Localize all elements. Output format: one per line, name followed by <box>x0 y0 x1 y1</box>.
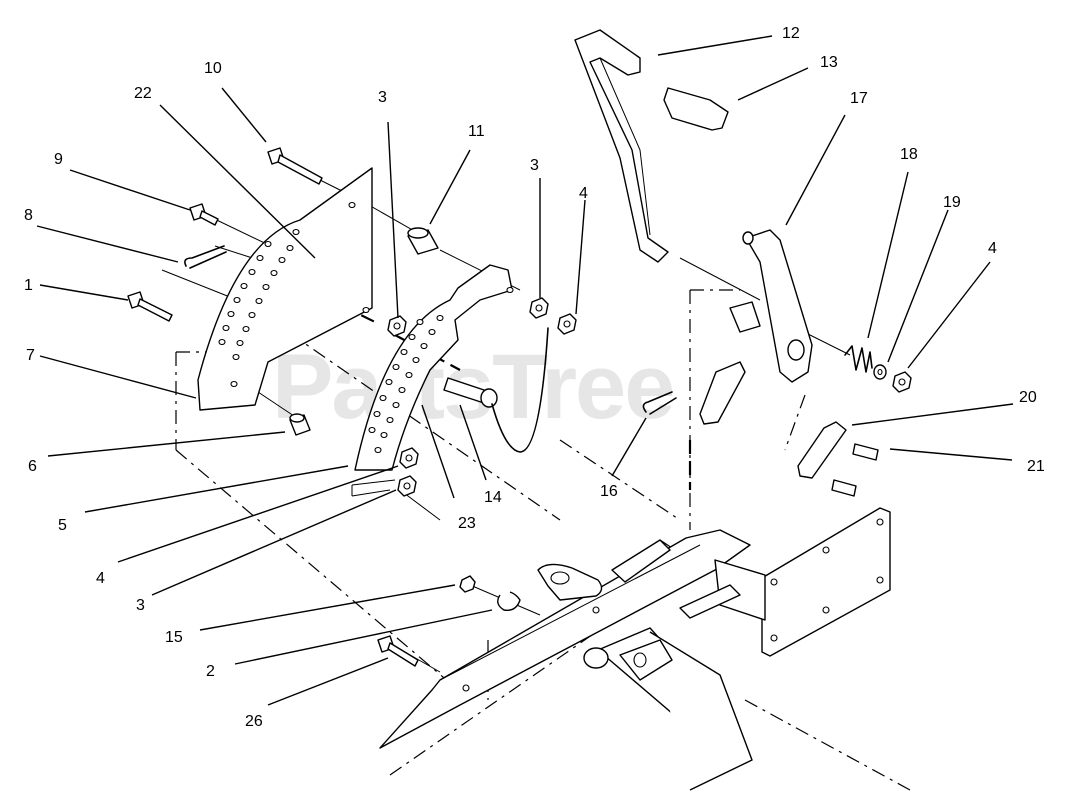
bolt-9 <box>189 203 219 226</box>
pedal-pad-13 <box>663 87 729 131</box>
bolt-21 <box>831 443 879 497</box>
strap-16 <box>642 361 746 425</box>
nut-4-mid <box>557 313 577 335</box>
callout-labels: 1 2 3 3 3 4 4 4 5 6 7 8 9 10 11 12 13 14… <box>24 25 1045 730</box>
callout-23: 23 <box>458 515 476 532</box>
callout-15: 15 <box>165 629 183 646</box>
pin-14 <box>443 327 549 453</box>
callout-22: 22 <box>134 85 152 102</box>
hair-pin-8 <box>184 245 227 269</box>
bolt-10 <box>267 147 323 185</box>
bolt-1 <box>127 291 173 322</box>
quadrant-plate-rear <box>197 167 373 411</box>
spring-18 <box>844 345 873 373</box>
callout-3-lower: 3 <box>136 597 145 614</box>
callout-4-right: 4 <box>988 240 997 257</box>
quadrant-plate-front-holes <box>368 286 514 454</box>
callout-2: 2 <box>206 663 215 680</box>
nut-3-mid <box>529 297 549 319</box>
bolt-26 <box>377 635 419 667</box>
frame-assembly <box>379 507 891 791</box>
quadrant-plate-rear-holes <box>218 201 370 388</box>
callout-8: 8 <box>24 207 33 224</box>
callout-12: 12 <box>782 25 800 42</box>
callout-16: 16 <box>600 483 618 500</box>
callout-3-upper: 3 <box>378 89 387 106</box>
callout-19: 19 <box>943 194 961 211</box>
link-20 <box>797 421 847 479</box>
callout-17: 17 <box>850 90 868 107</box>
callout-13: 13 <box>820 54 838 71</box>
callout-18: 18 <box>900 146 918 163</box>
pedal-12 <box>574 29 669 263</box>
callout-4-lower: 4 <box>96 570 105 587</box>
nut-3-lower <box>397 475 417 497</box>
spacer-6 <box>289 413 311 436</box>
nut-3-upper <box>387 315 407 337</box>
washer-19 <box>873 364 887 380</box>
callout-26: 26 <box>245 713 263 730</box>
callout-6: 6 <box>28 458 37 475</box>
callout-10: 10 <box>204 60 222 77</box>
spacer-11 <box>407 227 439 255</box>
callout-9: 9 <box>54 151 63 168</box>
callout-4-mid: 4 <box>579 185 588 202</box>
nut-15 <box>459 575 476 593</box>
nut-4-lower <box>399 447 419 469</box>
callout-20: 20 <box>1019 389 1037 406</box>
callout-3-mid: 3 <box>530 157 539 174</box>
leader-lines <box>36 35 1014 706</box>
arm-17 <box>729 229 813 383</box>
callout-21: 21 <box>1027 458 1045 475</box>
callout-1: 1 <box>24 277 33 294</box>
callout-7: 7 <box>26 347 35 364</box>
callout-14: 14 <box>484 489 502 506</box>
nut-4-right <box>892 371 912 393</box>
callout-5: 5 <box>58 517 67 534</box>
quadrant-plate-front <box>351 264 514 497</box>
callout-11: 11 <box>468 123 485 140</box>
e-clip-2 <box>497 591 521 611</box>
